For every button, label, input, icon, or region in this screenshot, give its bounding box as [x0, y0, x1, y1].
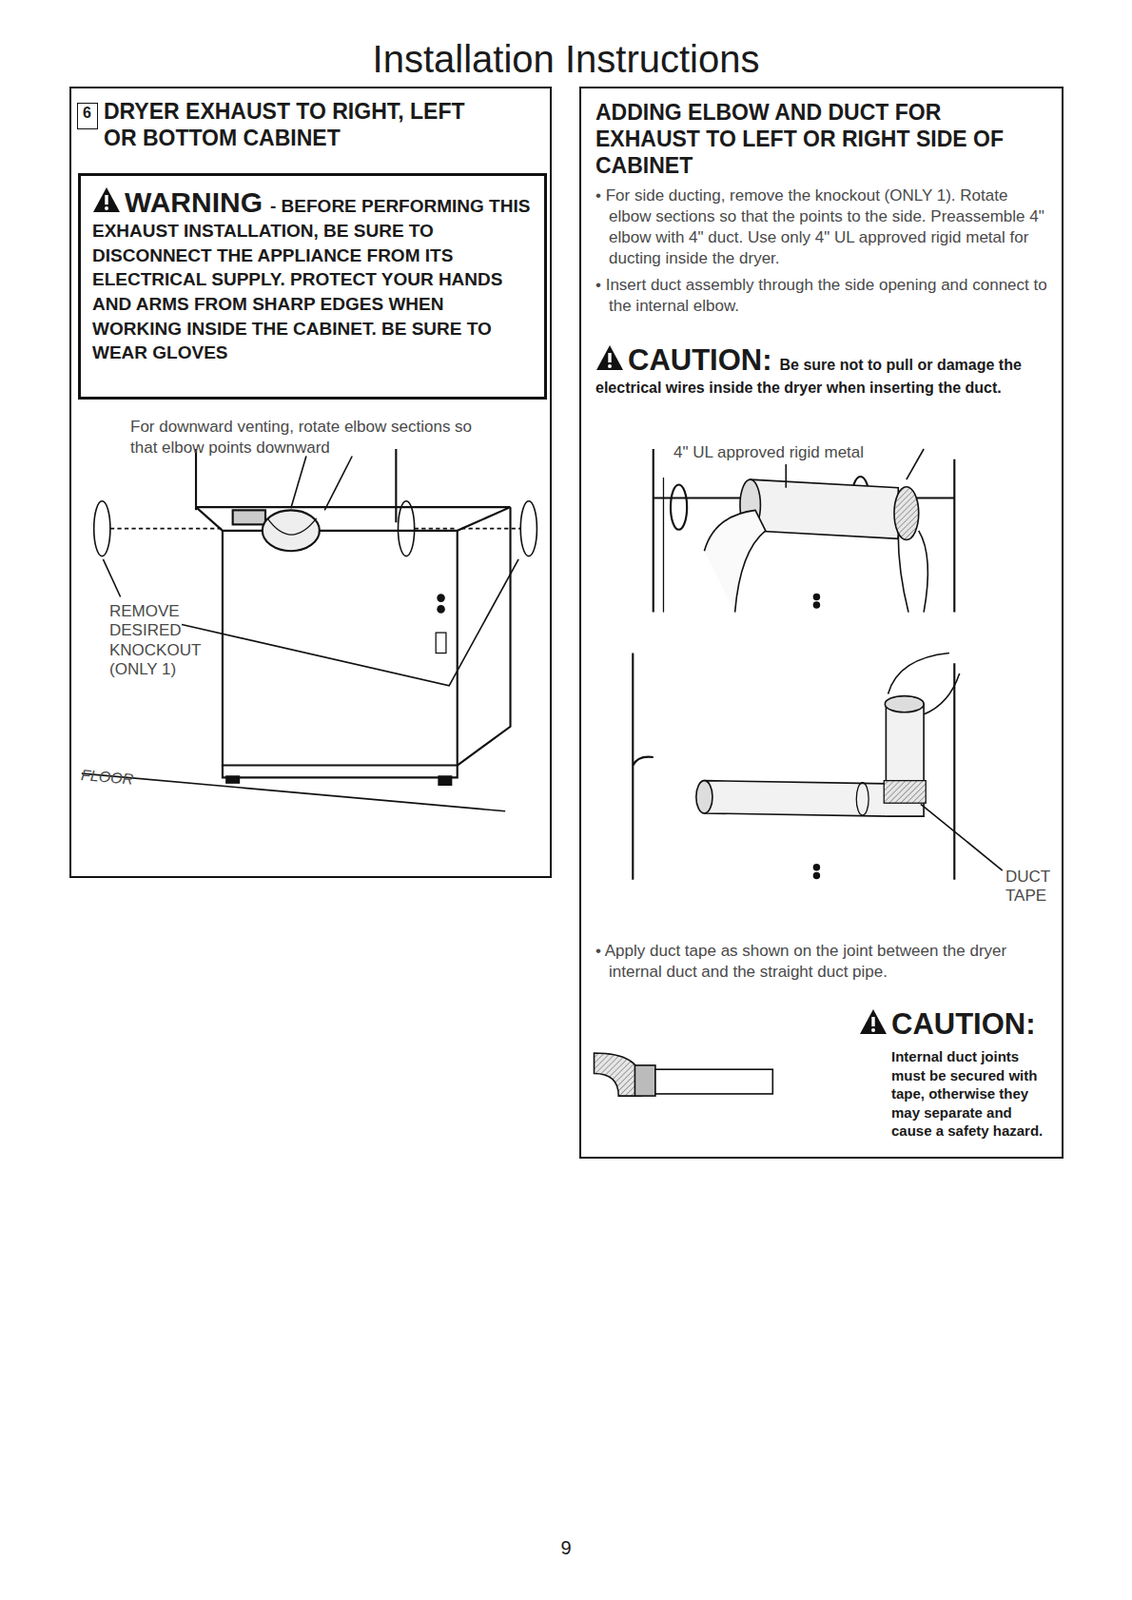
bullet-instruction: • Apply duct tape as shown on the joint … — [595, 940, 1061, 983]
instruction-note: For downward venting, rotate elbow secti… — [130, 416, 483, 459]
caution-heading: CAUTION: — [627, 343, 773, 377]
warning-heading: WARNING — [124, 186, 263, 218]
step-number-box: 6 — [77, 102, 98, 130]
step-number: 6 — [78, 104, 97, 122]
caution-heading: CAUTION: — [858, 1007, 1059, 1042]
side-duct-insert-figure — [653, 448, 956, 613]
taped-joint-figure — [594, 1053, 774, 1096]
warning-triangle — [595, 343, 625, 372]
duct-tape-figure — [632, 653, 1002, 880]
bullet-instruction: • For side ducting, remove the knockout … — [595, 185, 1052, 270]
bullet-instruction: • Insert duct assembly through the side … — [595, 274, 1052, 317]
caution-text: Internal duct joints must be secured wit… — [891, 1047, 1055, 1141]
floor-label: FLOOR — [79, 766, 157, 791]
caution-heading: CAUTION: — [891, 1007, 1036, 1041]
text-group: WARNING- BEFORE PERFORMING THIS EXHAUST … — [92, 185, 536, 366]
page-title: Installation Instructions — [0, 36, 1132, 82]
text-group: CAUTION:Be sure not to pull or damage th… — [595, 343, 1053, 399]
callout-label: REMOVE DESIRED KNOCKOUT (ONLY 1) — [109, 602, 205, 681]
dryer-cabinet — [81, 448, 511, 812]
section-panel: CAUTION:Be sure not to pull or damage th… — [579, 86, 1064, 1159]
warning-text: - BEFORE PERFORMING THIS EXHAUST INSTALL… — [92, 195, 530, 363]
page-number: 9 — [518, 1537, 614, 1560]
section-heading: ADDING ELBOW AND DUCT FOR EXHAUST TO LEF… — [595, 98, 1043, 179]
section-panel: DRYER EXHAUST TO RIGHT, LEFT OR BOTTOM C… — [69, 86, 552, 879]
warning-triangle — [858, 1007, 888, 1036]
knockout-marks — [94, 455, 538, 685]
section-heading: DRYER EXHAUST TO RIGHT, LEFT OR BOTTOM C… — [103, 97, 504, 152]
callout-label: DUCT TAPE — [1005, 867, 1055, 907]
warning-box: WARNING- BEFORE PERFORMING THIS EXHAUST … — [78, 173, 547, 400]
material-label: 4" UL approved rigid metal — [673, 443, 921, 463]
warning-triangle — [92, 185, 121, 215]
